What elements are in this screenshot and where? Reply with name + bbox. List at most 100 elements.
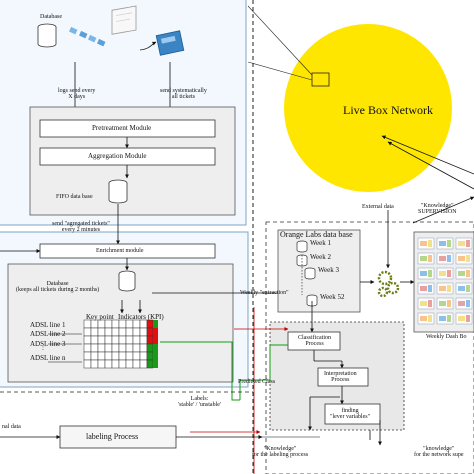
kpi-cell <box>90 335 99 345</box>
gears-icon <box>377 270 400 298</box>
dashboard-thumb-chart <box>420 316 427 321</box>
kpi-cell <box>132 359 141 369</box>
kpi-status-cell <box>146 327 154 337</box>
dashboard-thumb-chart <box>420 301 427 306</box>
dashboard-thumb-chart <box>439 301 446 306</box>
dashboard-thumb-chart <box>420 271 427 276</box>
orange-labs-db-box <box>277 229 361 313</box>
kpi-cell <box>111 351 120 361</box>
kpi-cell <box>97 327 106 337</box>
live-box-network-circle <box>284 24 452 192</box>
kpi-cell <box>139 343 148 353</box>
kpi-cell <box>104 351 113 361</box>
dashboard-thumb-chart <box>439 271 446 276</box>
kpi-table <box>83 319 158 369</box>
source-database-icon <box>37 23 57 48</box>
dashboard-thumb-bar <box>466 270 470 277</box>
pretreatment-module-box[interactable] <box>39 119 216 138</box>
classification-process-label: Classification Process <box>298 335 331 347</box>
dashboard-thumb-chart <box>420 286 427 291</box>
kpi-cell <box>125 335 134 345</box>
dashboard-thumb-bar <box>428 255 432 262</box>
aggregation-module-label: Aggregation Module <box>88 152 147 160</box>
kpi-status-cell <box>146 359 154 369</box>
orange-labs-title: Orange Labs data base <box>280 230 353 239</box>
kpi-cell <box>125 351 134 361</box>
kpi-cell <box>90 319 99 329</box>
ticket-stream-icon <box>69 26 106 47</box>
aggregated-tickets-label: send "agregated tickets" every 2 minutes <box>52 221 110 233</box>
interpretation-process-label: Interpretation Process <box>324 371 357 383</box>
kpi-cell <box>111 319 120 329</box>
dashboard-thumb-bar <box>447 300 451 307</box>
dashboard-thumb-bar <box>428 285 432 292</box>
kpi-cell <box>118 319 127 329</box>
dashboard-thumb-bar <box>466 300 470 307</box>
kpi-cell <box>90 351 99 361</box>
dashboard-thumb-bar <box>428 270 432 277</box>
kpi-cell <box>104 319 113 329</box>
dashboard-thumbnails <box>417 237 473 325</box>
adsl-line-label: ADSL line 1 <box>30 321 66 329</box>
knowledge-network-label: "knowledge" for the network supe <box>414 446 464 458</box>
kpi-database-label: Database (keeps all tickets during 2 mon… <box>16 281 100 293</box>
fifo-database-icon <box>108 179 128 204</box>
finding-lever-variables-box[interactable] <box>324 403 381 425</box>
dashboard-thumb-chart <box>439 286 446 291</box>
kpi-cell <box>118 335 127 345</box>
kpi-cell <box>132 319 141 329</box>
source-database-label: Database <box>40 14 62 20</box>
kpi-cell <box>118 327 127 337</box>
network-zoom-box <box>311 72 330 87</box>
labeling-process-label: labeling Process <box>86 432 139 441</box>
kpi-cell <box>118 343 127 353</box>
kpi-cell <box>83 351 92 361</box>
dashboard-thumb-bar <box>447 315 451 322</box>
kpi-cell <box>118 359 127 369</box>
interpretation-process-box[interactable] <box>317 367 369 387</box>
kpi-cell <box>125 327 134 337</box>
kpi-cell <box>97 359 106 369</box>
week-label: Week 2 <box>310 253 332 261</box>
dashboard-thumb-bar <box>466 240 470 247</box>
kpi-cell <box>139 359 148 369</box>
kpi-cell <box>83 343 92 353</box>
kpi-cell <box>132 351 141 361</box>
dashboard-thumb-chart <box>439 241 446 246</box>
kpi-cell <box>104 327 113 337</box>
finding-lever-label: finding "lever variables" <box>330 408 371 420</box>
labeling-external-data-label: nal data <box>2 424 21 430</box>
dashboard-thumb-chart <box>458 271 465 276</box>
kpi-status-cell <box>146 319 154 329</box>
aggregation-module-box[interactable] <box>39 147 216 166</box>
kpi-cell <box>97 335 106 345</box>
kpi-cell <box>132 343 141 353</box>
external-data-label: External data <box>362 204 394 210</box>
predicted-class-link <box>239 344 288 400</box>
kpi-cell <box>104 335 113 345</box>
archive-icon <box>155 30 185 56</box>
kpi-cell <box>90 343 99 353</box>
adsl-ellipsis: : <box>42 344 44 352</box>
week-databases <box>296 240 318 307</box>
dashboard-thumb-bar <box>447 270 451 277</box>
logs-send-label: logs send every X days <box>58 88 96 100</box>
predicted-class-label: Predicted Class <box>238 379 276 385</box>
dashboard-thumb-chart <box>439 316 446 321</box>
live-box-network-title: Live Box Network <box>343 103 433 117</box>
weekly-extraction-label: Weekly "extraction" <box>240 290 289 296</box>
adsl-line-label: ADSL line 3 <box>30 340 66 348</box>
kpi-cell <box>139 335 148 345</box>
dashboard-thumb-bar <box>428 315 432 322</box>
kpi-cell <box>97 343 106 353</box>
fifo-database-label: FIFO data base <box>56 194 93 200</box>
kpi-cell <box>90 359 99 369</box>
kpi-cell <box>139 319 148 329</box>
send-tickets-label: send systematically all tickets <box>160 88 207 100</box>
adsl-line-label: ADSL line 2 <box>30 330 66 338</box>
week-db-body <box>304 270 316 280</box>
kpi-cell <box>97 319 106 329</box>
orange-labs-panel <box>265 221 474 474</box>
week-db-body <box>296 243 308 253</box>
